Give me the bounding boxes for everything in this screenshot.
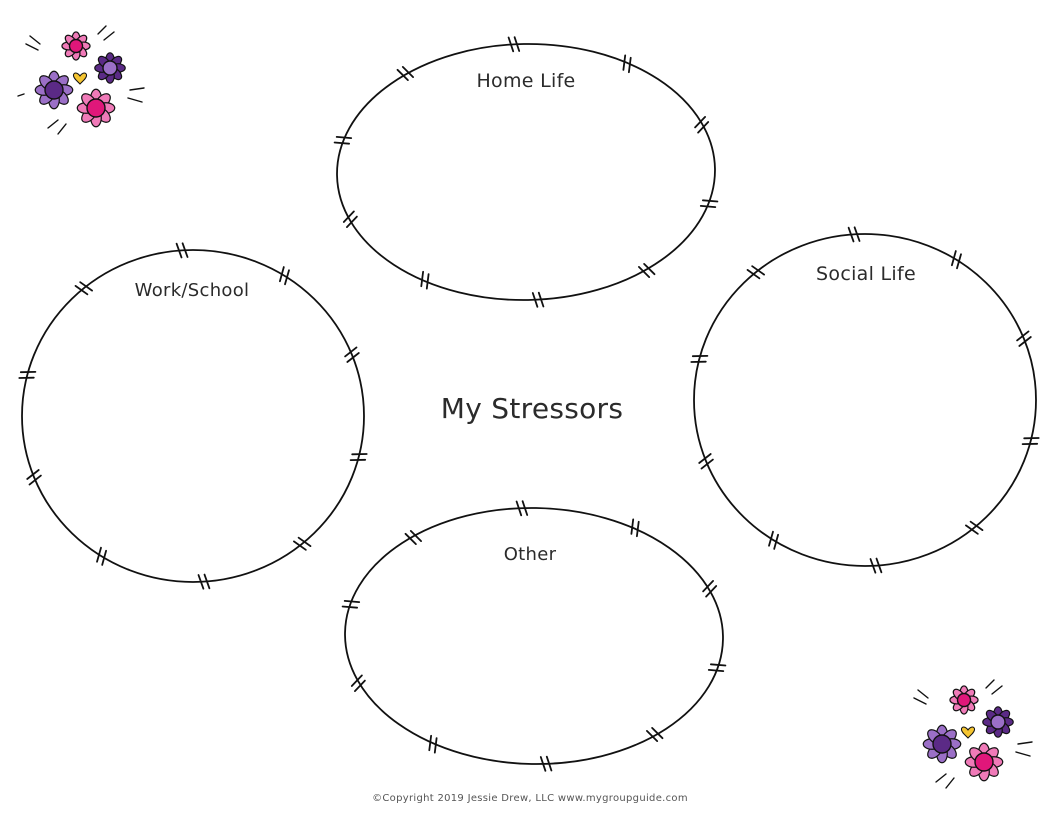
stitch-mark [746,265,765,280]
stitch-mark [699,199,719,209]
work-school-label: Work/School [134,280,250,301]
stitch-mark [698,453,714,470]
stitch-mark [707,663,727,672]
home-life-bubble [336,43,716,301]
home-life-label: Home Life [476,70,576,92]
stitch-mark [694,116,710,134]
stitch-mark [420,270,430,290]
stitch-mark [531,291,545,308]
stitch-mark [292,536,312,551]
social-life-bubble [693,233,1037,567]
stitch-mark [18,370,37,379]
flower-cluster-icon [913,679,1033,789]
stitch-mark [396,66,415,81]
stitch-mark [630,518,640,538]
social-life-label: Social Life [816,263,916,285]
stitch-mark [333,135,353,145]
stitch-mark [638,262,656,279]
stitch-mark [175,242,189,259]
flower-cluster-icon [17,25,145,135]
stitch-mark [26,469,42,486]
other-bubble [344,507,724,765]
stitch-mark [869,557,883,574]
stitch-mark [96,546,107,566]
stitch-mark [965,520,984,535]
stitch-mark [515,500,529,517]
work-school-bubble [21,249,365,583]
stitch-mark [768,530,779,550]
stitch-mark [342,210,358,229]
stitch-mark [847,226,861,243]
stitch-mark [428,734,438,754]
stitch-mark [507,36,521,53]
stitch-mark [690,354,709,363]
stitch-mark [1016,330,1032,347]
stitch-mark [1021,437,1040,446]
stitch-mark [951,250,962,270]
stitch-mark [341,600,361,609]
stitch-mark [278,266,290,286]
worksheet-title: My Stressors [440,392,624,425]
other-label: Other [503,544,557,565]
stitch-mark [646,727,664,742]
stitch-mark [344,346,360,363]
copyright-notice: ©Copyright 2019 Jessie Drew, LLC www.myg… [372,793,688,804]
stitch-mark [702,580,718,598]
stitch-mark [349,453,368,462]
stitch-mark [539,755,553,772]
stitch-mark [404,530,423,545]
stitch-mark [197,573,211,590]
stitch-mark [74,281,93,296]
stitch-mark [350,674,366,692]
stitch-mark [622,54,632,74]
